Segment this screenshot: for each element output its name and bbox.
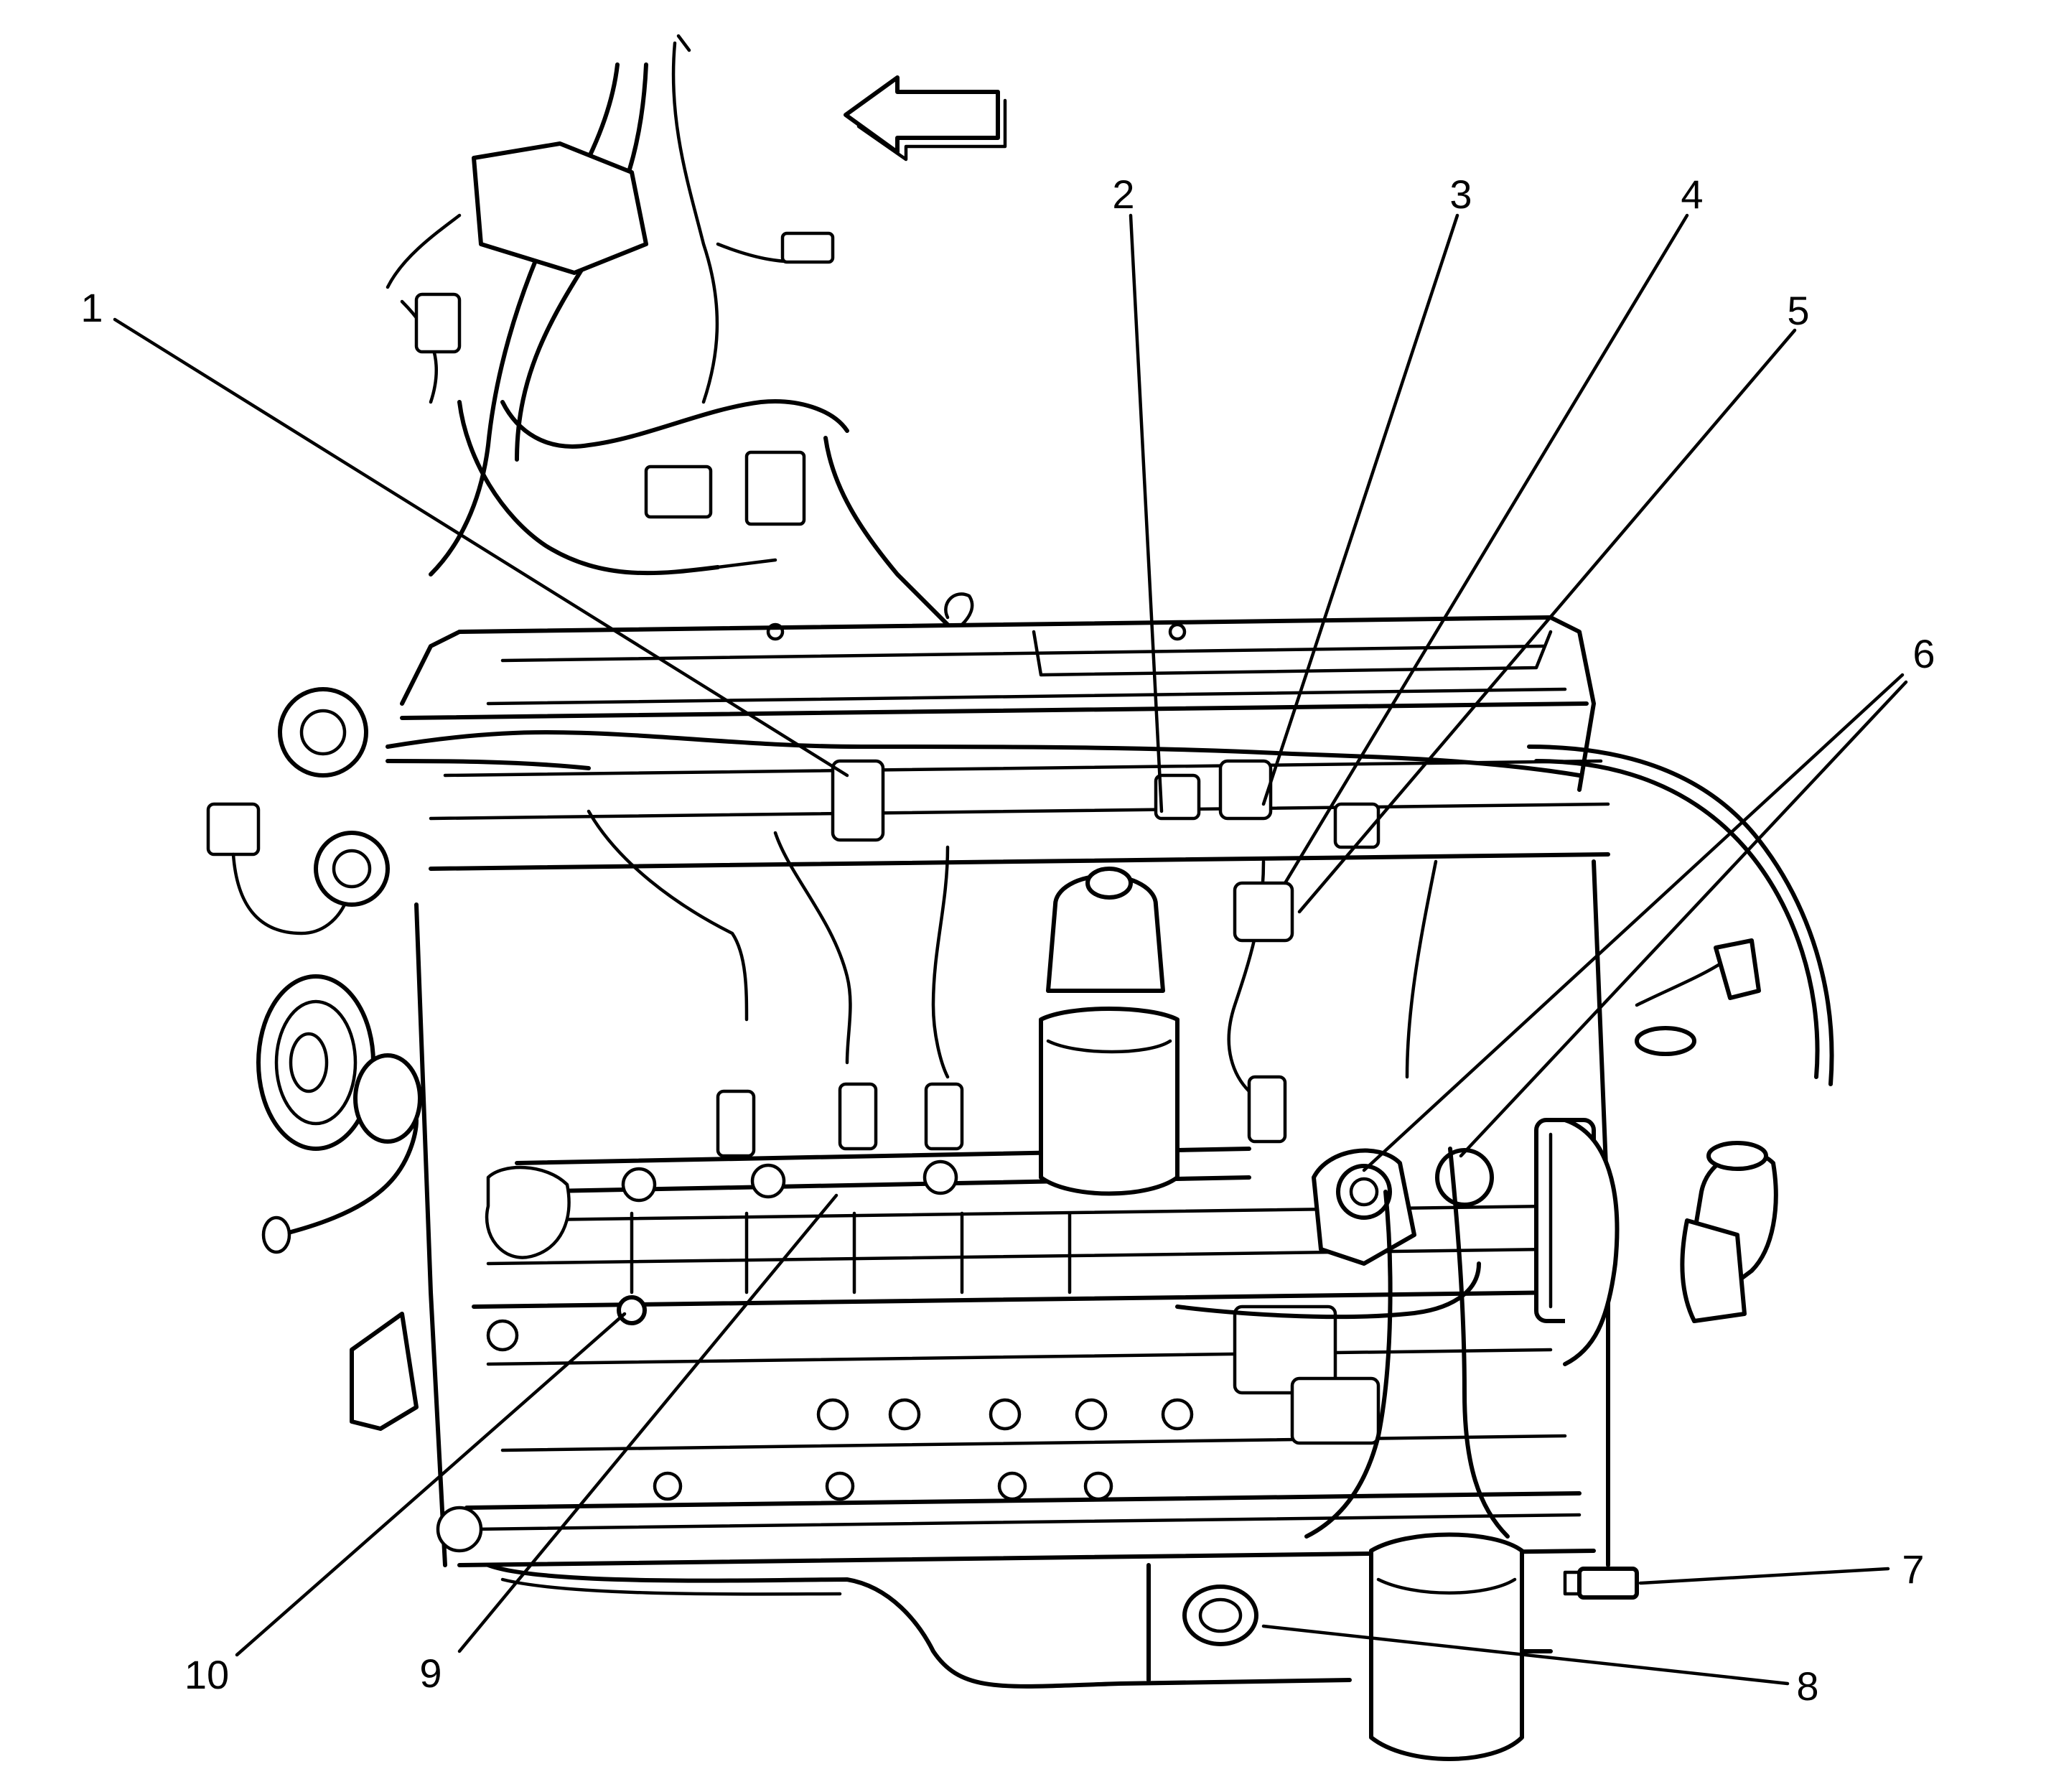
callout-labels: 1 2 3 4 5 6 7 8 9 10 (80, 172, 1935, 1709)
coolant-outlet (1680, 1141, 1778, 1323)
callout-1: 1 (80, 285, 103, 330)
callout-7: 7 (1902, 1546, 1924, 1592)
right-pulley (1563, 1118, 1620, 1366)
front-pulleys (206, 687, 422, 1254)
leader-line-7 (1638, 1567, 1890, 1585)
callout-10: 10 (184, 1652, 229, 1697)
callout-8: 8 (1796, 1663, 1818, 1709)
leader-line-8 (1261, 1624, 1790, 1686)
callout-5: 5 (1787, 288, 1809, 333)
callout-4: 4 (1681, 172, 1703, 217)
leader-lines (113, 213, 1908, 1686)
callout-3: 3 (1449, 172, 1472, 217)
leader-line-4 (1283, 213, 1689, 885)
callout-2: 2 (1112, 172, 1134, 217)
leader-line-9 (457, 1193, 839, 1653)
fuel-rail (386, 730, 1610, 1203)
oil-pan (486, 1549, 1553, 1689)
leader-line-6b (1459, 680, 1908, 1158)
leader-line-3 (1261, 213, 1459, 806)
callout-9: 9 (419, 1651, 442, 1696)
leader-line-2 (1129, 213, 1164, 813)
leader-line-6a (1362, 673, 1905, 1172)
direction-arrow (844, 75, 1007, 162)
engine-block (350, 859, 1610, 1567)
wiring-harness (386, 34, 950, 627)
left-arrow-icon (844, 75, 1000, 154)
leader-line-10 (235, 1312, 627, 1657)
callout-6: 6 (1912, 631, 1935, 676)
engine-line-art (206, 34, 1834, 1761)
fuel-filter (1039, 867, 1180, 1196)
injection-pump (1175, 1118, 1596, 1539)
leader-line-5 (1297, 328, 1797, 914)
valve-cover (400, 592, 1596, 792)
leader-line-1 (113, 317, 849, 778)
oil-sensor (1563, 1567, 1639, 1600)
